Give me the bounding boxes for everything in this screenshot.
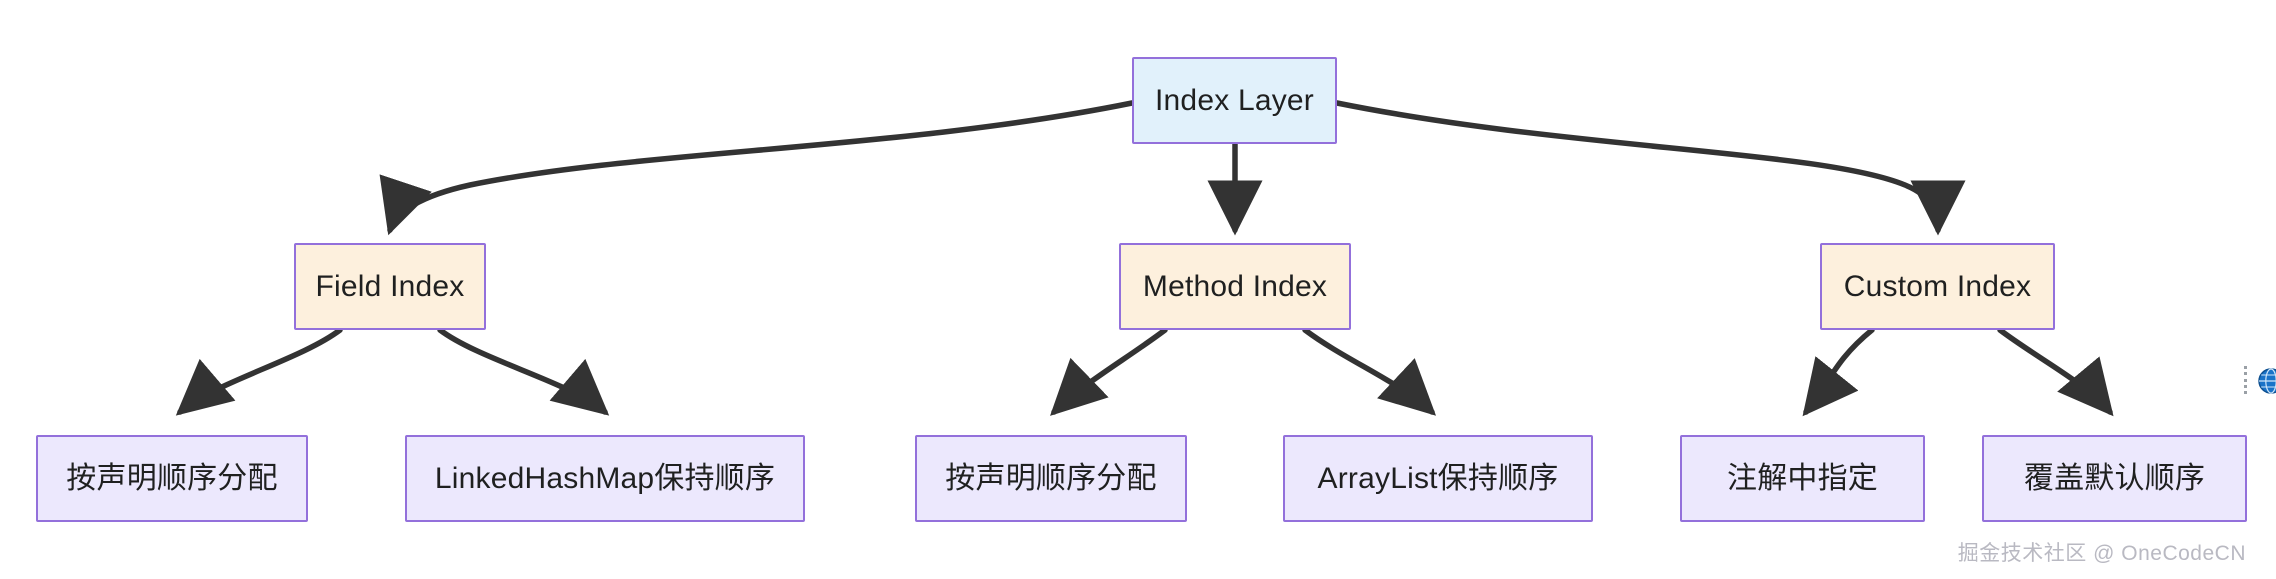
edge-custom-index-to-annotation-specified — [1802, 327, 1875, 417]
node-override-default-order[interactable]: 覆盖默认顺序 — [1982, 435, 2247, 522]
node-field-index-label: Field Index — [315, 269, 465, 303]
edge-field-index-to-field-declaration-order — [175, 327, 343, 416]
scroll-dots — [2243, 366, 2247, 394]
node-field-declaration-order-label: 按声明顺序分配 — [66, 461, 278, 495]
node-custom-index[interactable]: Custom Index — [1820, 243, 2055, 330]
node-index-layer-label: Index Layer — [1155, 83, 1314, 117]
node-linkedhashmap-order-label: LinkedHashMap保持顺序 — [434, 461, 776, 495]
node-method-declaration-order[interactable]: 按声明顺序分配 — [915, 435, 1187, 522]
edge-index-layer-to-custom-index — [1334, 100, 1966, 236]
node-method-index[interactable]: Method Index — [1119, 243, 1351, 330]
edge-method-index-to-method-declaration-order — [1050, 327, 1168, 416]
edge-method-index-to-arraylist-order — [1302, 327, 1437, 416]
node-method-index-label: Method Index — [1142, 269, 1328, 303]
watermark-text: 掘金技术社区 @ OneCodeCN — [1957, 542, 2246, 565]
globe-icon[interactable] — [2258, 368, 2276, 394]
node-arraylist-order-label: ArrayList保持顺序 — [1317, 461, 1559, 495]
node-method-declaration-order-label: 按声明顺序分配 — [945, 461, 1157, 495]
node-arraylist-order[interactable]: ArrayList保持顺序 — [1283, 435, 1593, 522]
node-custom-index-label: Custom Index — [1843, 269, 2032, 303]
node-override-default-order-label: 覆盖默认顺序 — [2023, 461, 2206, 495]
node-linkedhashmap-order[interactable]: LinkedHashMap保持顺序 — [405, 435, 805, 522]
node-field-declaration-order[interactable]: 按声明顺序分配 — [36, 435, 308, 522]
edge-custom-index-to-override-default-order — [1997, 327, 2114, 417]
node-field-index[interactable]: Field Index — [294, 243, 486, 330]
node-annotation-specified-label: 注解中指定 — [1727, 461, 1878, 495]
node-annotation-specified[interactable]: 注解中指定 — [1680, 435, 1925, 522]
edge-index-layer-to-field-index — [379, 100, 1135, 236]
node-index-layer[interactable]: Index Layer — [1132, 57, 1337, 144]
edge-field-index-to-linkedhashmap-order — [437, 327, 610, 416]
